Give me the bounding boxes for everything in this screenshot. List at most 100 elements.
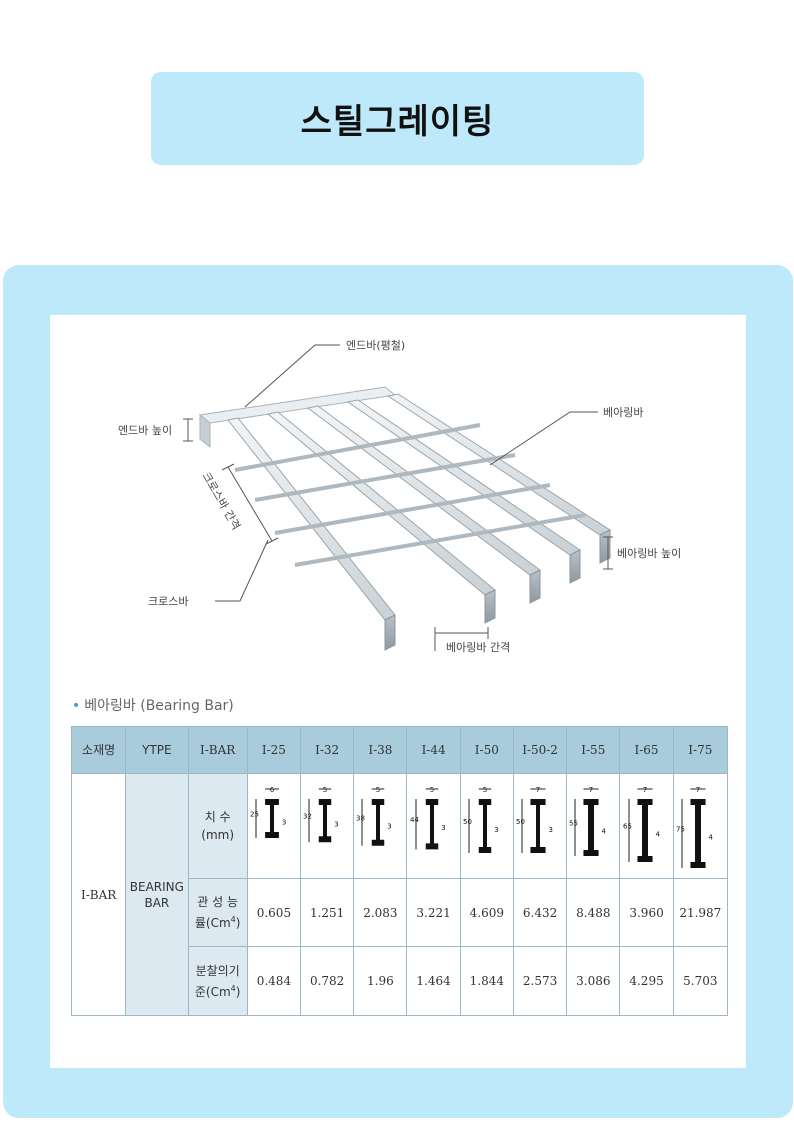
i-section-figure: 5 50 3: [463, 786, 499, 853]
cell-section: 5 32 3: [300, 773, 355, 879]
i-beam-shape: [636, 798, 653, 862]
height-value: 38: [356, 814, 365, 822]
i-beam-shape: [583, 798, 599, 856]
cell-modulus: 0.782: [300, 946, 355, 1016]
header-model: I-50: [459, 726, 514, 774]
dimension-label-2: (mm): [201, 827, 235, 842]
cell-modulus: 1.464: [406, 946, 461, 1016]
bearing-bars: [227, 393, 612, 651]
width-value: 5: [429, 786, 433, 794]
web-value: 3: [549, 826, 553, 834]
cell-inertia: 3.960: [619, 877, 674, 948]
cell-modulus: 3.086: [566, 946, 621, 1016]
i-beam-shape: [425, 798, 438, 850]
cell-modulus: 0.484: [246, 946, 302, 1016]
table-row-modulus: 분찰의기 준(Cm4) 0.484 0.782 1.96 1.464 1.844…: [72, 946, 729, 1016]
bullet: •: [72, 698, 81, 714]
cell-inertia: 8.488: [566, 877, 621, 948]
section-label: •베아링바 (Bearing Bar): [72, 695, 234, 715]
height-value: 75: [676, 825, 685, 833]
section-label-text: 베아링바 (Bearing Bar): [84, 698, 234, 714]
header-model: I-32: [300, 726, 355, 774]
height-value: 32: [303, 813, 312, 821]
cell-inertia: 1.251: [300, 877, 355, 948]
header-model: I-75: [672, 726, 729, 774]
inertia-label-2: 률(Cm4): [194, 915, 241, 931]
row-label-modulus: 분찰의기 준(Cm4): [187, 946, 248, 1016]
header-material: 소재명: [70, 726, 127, 774]
grating-diagram: 엔드바(평철) 베아링바 엔드바 높이 크로스바 간격 베아링바 높이 크로스바: [118, 339, 681, 654]
cell-modulus: 2.573: [512, 946, 568, 1016]
height-value: 50: [516, 818, 525, 826]
cell-material: I-BAR: [70, 773, 127, 1016]
cell-section: 5 44 3: [406, 773, 461, 879]
cell-modulus: 4.295: [619, 946, 674, 1016]
cell-section: 6 25 3: [246, 773, 302, 879]
height-value: 65: [623, 822, 632, 830]
header-model: I-55: [566, 726, 621, 774]
cell-section: 5 50 3: [459, 773, 514, 879]
title-banner: 스틸그레이팅: [151, 72, 644, 165]
cell-inertia: 4.609: [459, 877, 514, 948]
height-value: 55: [569, 819, 578, 827]
web-value: 3: [494, 826, 498, 834]
web-value: 3: [334, 821, 338, 829]
label-bearing-bar: 베아링바: [603, 406, 643, 419]
bearing-bar-spec-table: 소재명 YTPE I-BAR I-25 I-32 I-38 I-44 I-50 …: [70, 726, 729, 1016]
i-beam-shape: [264, 798, 279, 838]
cell-type: BEARING BAR: [125, 773, 189, 1016]
bearing-bar-1: [227, 417, 396, 651]
width-value: 5: [323, 786, 327, 794]
i-section-figure: 6 25 3: [250, 786, 286, 838]
cell-inertia: 2.083: [353, 877, 408, 948]
cell-inertia: 6.432: [512, 877, 568, 948]
cell-modulus: 5.703: [672, 946, 729, 1016]
table-row-inertia: 관 성 능 률(Cm4) 0.605 1.251 2.083 3.221 4.6…: [72, 877, 729, 948]
height-value: 50: [463, 818, 472, 826]
callout-end-bar: 엔드바(평철): [244, 339, 405, 408]
header-model: I-44: [406, 726, 461, 774]
callout-cross-bar-spacing: 크로스바 간격: [199, 463, 279, 545]
label-cross-bar-spacing: 크로스바 간격: [199, 470, 242, 532]
width-value: 7: [696, 786, 700, 794]
callout-bearing-bar: 베아링바: [489, 406, 643, 466]
web-value: 4: [709, 833, 714, 841]
i-section-figure: 5 32 3: [303, 786, 339, 843]
label-end-bar-height: 엔드바 높이: [118, 424, 172, 437]
type-line-1: BEARING: [129, 879, 184, 894]
inertia-label-1: 관 성 능: [197, 895, 239, 910]
web-value: 3: [282, 818, 286, 826]
page-title: 스틸그레이팅: [300, 102, 495, 142]
width-value: 5: [376, 786, 380, 794]
header-model: I-25: [246, 726, 302, 774]
height-value: 25: [250, 810, 259, 818]
i-beam-shape: [478, 798, 492, 853]
header-ibar: I-BAR: [187, 726, 248, 774]
callout-bearing-bar-spacing: 베아링바 간격: [434, 627, 510, 654]
web-value: 4: [602, 827, 607, 835]
label-cross-bar: 크로스바: [148, 595, 188, 608]
spec-card: 엔드바(평철) 베아링바 엔드바 높이 크로스바 간격 베아링바 높이 크로스바: [50, 315, 746, 1068]
modulus-label-2: 준(Cm4): [194, 983, 241, 999]
callout-bearing-bar-height: 베아링바 높이: [603, 536, 681, 570]
i-beam-shape: [372, 798, 385, 846]
height-value: 44: [410, 816, 419, 824]
callout-cross-bar: 크로스바: [148, 539, 269, 608]
i-section-figure: 7 75 4: [676, 786, 714, 868]
row-label-inertia: 관 성 능 률(Cm4): [187, 877, 248, 948]
web-value: 3: [388, 822, 392, 830]
i-beam-shape: [318, 798, 332, 843]
header-model: I-50-2: [512, 726, 568, 774]
row-label-dimension: 치 수 (mm): [187, 773, 248, 879]
width-value: 6: [270, 786, 275, 794]
cell-section: 5 38 3: [353, 773, 408, 879]
width-value: 5: [483, 786, 487, 794]
cell-section: 7 50 3: [512, 773, 568, 879]
cell-modulus: 1.844: [459, 946, 514, 1016]
width-value: 7: [536, 786, 540, 794]
cell-inertia: 0.605: [246, 877, 302, 948]
bearing-bar-2: [266, 411, 496, 624]
web-value: 3: [441, 824, 445, 832]
